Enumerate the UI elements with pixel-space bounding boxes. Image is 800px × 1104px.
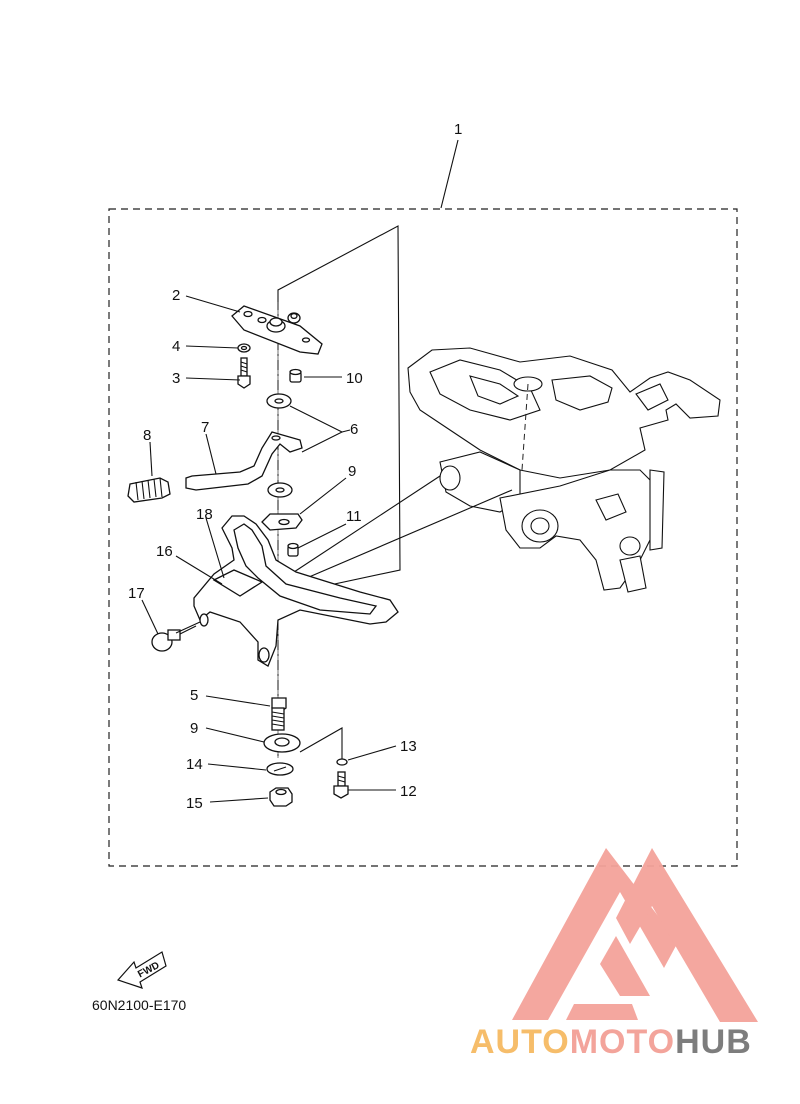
callout-12: 12	[400, 783, 417, 800]
part-7-lever	[185, 431, 303, 491]
callout-13: 13	[400, 738, 417, 755]
callout-9-upper: 9	[348, 463, 356, 480]
watermark-moto: MOTO	[570, 1023, 675, 1061]
callout-18: 18	[196, 506, 213, 523]
part-11-collar	[287, 542, 299, 557]
callout-9-lower: 9	[190, 720, 198, 737]
fwd-label: FWD	[136, 960, 161, 980]
assembly-boundary	[108, 208, 738, 867]
drawing-code: 60N2100-E170	[92, 997, 186, 1013]
callout-7: 7	[201, 419, 209, 436]
watermark-logo-icon	[512, 848, 758, 1022]
callout-10: 10	[346, 370, 363, 387]
callout-3: 3	[172, 370, 180, 387]
part-8-grip	[127, 477, 171, 503]
part-2-plate	[231, 305, 323, 355]
callout-16: 16	[156, 543, 173, 560]
callout-4: 4	[172, 338, 180, 355]
engine-mount-drawing	[407, 347, 721, 593]
watermark-hub: HUB	[675, 1023, 752, 1061]
part-15-nut	[269, 787, 293, 807]
part-13-washer	[336, 758, 348, 766]
part-12-bolt	[333, 771, 349, 799]
part-17-pin	[151, 621, 201, 652]
fwd-arrow-icon: FWD	[116, 951, 167, 989]
callout-6: 6	[350, 421, 358, 438]
callout-11: 11	[346, 508, 362, 525]
part-5-bolt	[271, 697, 287, 731]
callout-2: 2	[172, 287, 180, 304]
leader-line-1	[440, 139, 459, 209]
watermark-auto: AUTO	[470, 1023, 570, 1061]
callout-14: 14	[186, 756, 203, 773]
callout-8: 8	[143, 427, 151, 444]
part-10-collar	[289, 368, 302, 383]
callout-1: 1	[454, 121, 462, 138]
callout-leader-lines	[141, 295, 397, 803]
callout-5: 5	[190, 687, 198, 704]
part-16-bracket	[193, 515, 399, 667]
part-3-screw	[237, 357, 251, 389]
watermark-text: AUTOMOTOHUB	[470, 1023, 752, 1061]
callout-17: 17	[128, 585, 145, 602]
part-9-plate-washer	[261, 513, 303, 531]
callout-15: 15	[186, 795, 203, 812]
